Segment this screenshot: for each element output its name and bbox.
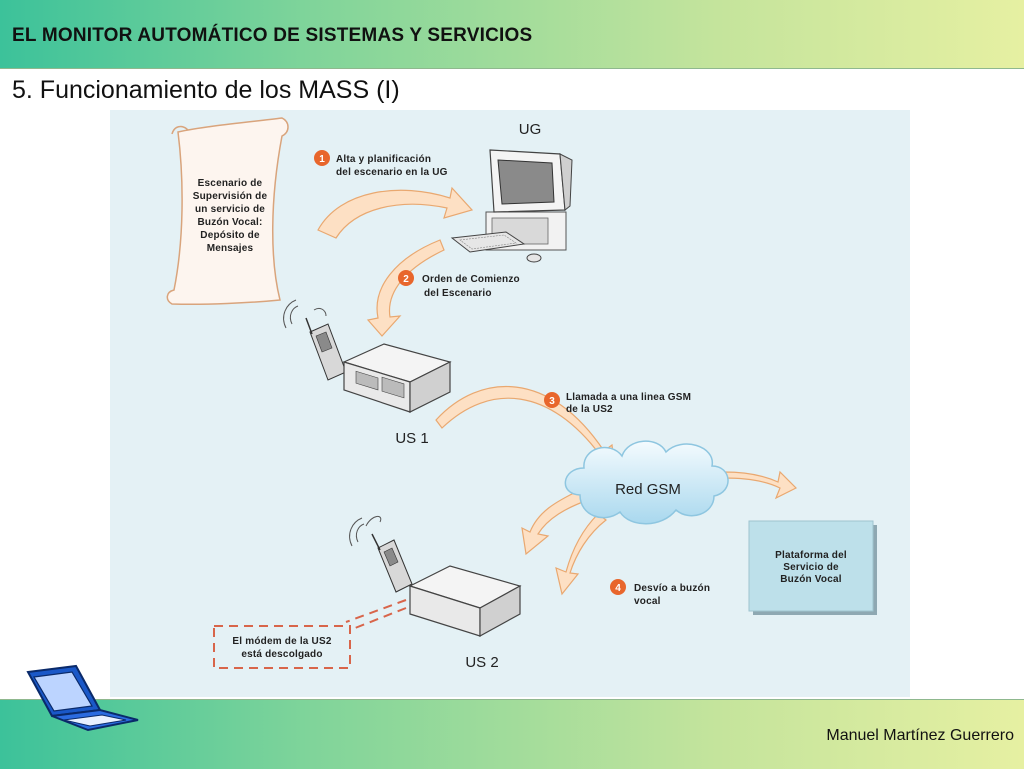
arrow-step-2: [366, 239, 445, 337]
header-title: EL MONITOR AUTOMÁTICO DE SISTEMAS Y SERV…: [12, 25, 533, 46]
step-2-line-1: Orden de Comienzo: [422, 274, 520, 285]
ug-label: UG: [519, 121, 542, 138]
diagram-panel: Escenario de Supervisión de un servicio …: [110, 110, 910, 697]
modem-dashed-connector: [345, 599, 407, 631]
mobile-phone-us1: [283, 299, 347, 381]
us1-label: US 1: [395, 430, 428, 447]
us2-unit: [408, 565, 522, 638]
arrow-to-platform: [723, 470, 798, 500]
step-4-badge: [610, 579, 626, 595]
step-2-badge: [398, 270, 414, 286]
footer-bar: Manuel Martínez Guerrero: [0, 664, 1024, 769]
step-3-line-2: de la US2: [566, 404, 613, 415]
step-4-number: 4: [615, 583, 621, 594]
step-1-line-1: Alta y planificación: [336, 154, 431, 165]
scroll-line-3: un servicio de: [195, 204, 265, 215]
step-2-line-2: del Escenario: [424, 288, 492, 299]
slide-title: 5. Funcionamiento de los MASS (I): [12, 76, 400, 104]
scroll-line-5: Depósito de: [200, 230, 260, 241]
step-4-line-1: Desvío a buzón: [634, 583, 710, 594]
modem-note-line-2: está descolgado: [241, 649, 322, 660]
scroll-line-1: Escenario de: [198, 178, 263, 189]
arrow-step-1: [317, 186, 474, 239]
step-1-number: 1: [319, 154, 325, 165]
step-1-badge: [314, 150, 330, 166]
step-1-line-2: del escenario en la UG: [336, 167, 448, 178]
voicemail-platform: Plataforma del Servicio de Buzón Vocal: [748, 520, 877, 615]
scroll-line-6: Mensajes: [207, 243, 254, 254]
arrow-cloud-to-left: [521, 489, 589, 556]
step-3-badge: [544, 392, 560, 408]
cloud-label: Red GSM: [615, 481, 681, 498]
us2-label: US 2: [465, 654, 498, 671]
step-2-number: 2: [403, 274, 409, 285]
scroll-line-4: Buzón Vocal:: [198, 217, 263, 228]
gsm-cloud: [564, 440, 729, 525]
step-3-line-1: Llamada a una linea GSM: [566, 392, 691, 403]
platform-line-3: Buzón Vocal: [780, 574, 841, 585]
scroll-line-2: Supervisión de: [193, 191, 268, 202]
mobile-phone-us2: [349, 516, 413, 593]
footer-author: Manuel Martínez Guerrero: [826, 727, 1014, 744]
modem-note: El módem de la US2 está descolgado: [213, 625, 351, 669]
laptop-icon: [26, 664, 139, 732]
step-4-line-2: vocal: [634, 596, 661, 607]
header-bar: EL MONITOR AUTOMÁTICO DE SISTEMAS Y SERV…: [0, 0, 1024, 69]
platform-line-1: Plataforma del: [775, 550, 847, 561]
scroll-document: Escenario de Supervisión de un servicio …: [166, 117, 289, 306]
modem-note-line-1: El módem de la US2: [232, 636, 331, 647]
diagram-svg: Escenario de Supervisión de un servicio …: [166, 117, 877, 671]
ug-computer: [450, 149, 573, 263]
us1-unit: [342, 343, 452, 413]
step-3-number: 3: [549, 396, 555, 407]
arrow-step-4: [555, 513, 607, 596]
platform-line-2: Servicio de: [783, 562, 839, 573]
